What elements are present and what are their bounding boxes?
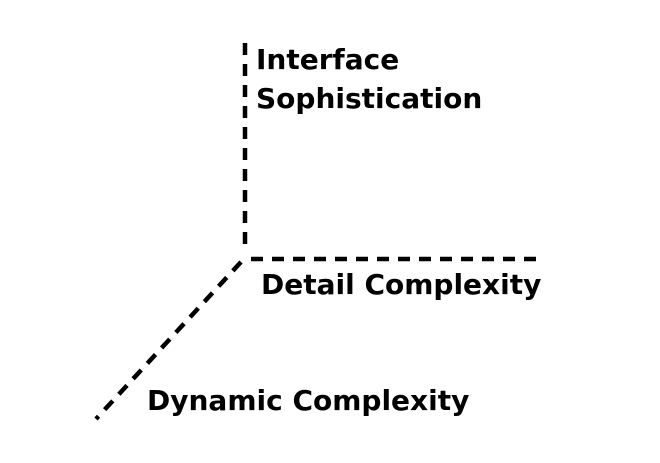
- diagonal-axis-line: [94, 260, 243, 421]
- horizontal-axis-label: Detail Complexity: [261, 268, 542, 301]
- vertical-axis-label: Interface Sophistication: [256, 43, 483, 115]
- diagonal-axis-label: Dynamic Complexity: [147, 384, 470, 417]
